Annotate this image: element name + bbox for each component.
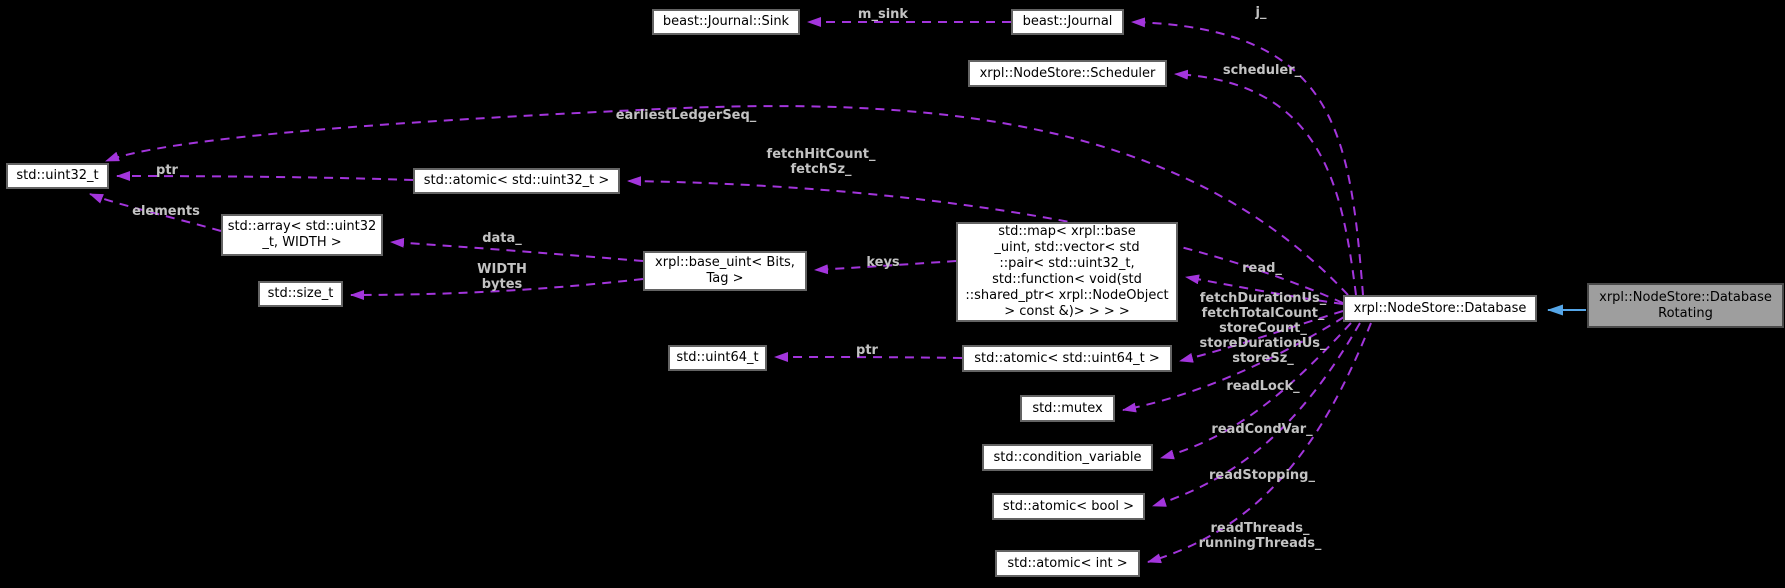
node-base-uint[interactable]: xrpl::base_uint< Bits, Tag > (643, 251, 807, 291)
edge-fetch-hit-count (627, 176, 1344, 304)
node-beast-journal-sink[interactable]: beast::Journal::Sink (652, 9, 800, 35)
edge-label-read: read_ (1242, 261, 1282, 276)
node-std-mutex[interactable]: std::mutex (1020, 395, 1115, 422)
edge-label-m-sink: m_sink (857, 7, 909, 22)
edge-label-j: j_ (1255, 5, 1267, 20)
node-std-atomic-bool[interactable]: std::atomic< bool > (992, 493, 1145, 520)
edge-read-stopping (1152, 322, 1361, 507)
edge-width-bytes (350, 278, 644, 300)
node-beast-journal[interactable]: beast::Journal (1011, 9, 1124, 35)
edge-label-earliest-ledger-seq: earliestLedgerSeq_ (615, 108, 757, 123)
edge-keys (814, 260, 957, 275)
node-std-size-t[interactable]: std::size_t (258, 281, 343, 307)
node-std-atomic-int[interactable]: std::atomic< int > (995, 550, 1140, 577)
node-std-condition-variable[interactable]: std::condition_variable (982, 444, 1153, 471)
node-std-map[interactable]: std::map< xrpl::base _uint, std::vector<… (956, 222, 1178, 322)
node-nodestore-database-rotating: xrpl::NodeStore::Database Rotating (1587, 283, 1784, 328)
node-nodestore-database[interactable]: xrpl::NodeStore::Database (1343, 295, 1537, 322)
node-std-uint64-t[interactable]: std::uint64_t (668, 345, 767, 371)
edge-earliest-ledger-seq (105, 105, 1349, 296)
edge-elements (89, 193, 222, 232)
edge-label-fetch-store-stats: fetchDurationUs_ fetchTotalCount_ storeC… (1199, 291, 1327, 366)
edge-label-elements: elements (132, 204, 200, 219)
edge-data (390, 237, 644, 262)
edge-read-threads (1147, 322, 1372, 564)
node-std-array[interactable]: std::array< std::uint32 _t, WIDTH > (221, 214, 383, 256)
edge-label-data: data_ (482, 231, 522, 246)
edge-label-keys: keys (866, 255, 900, 270)
edge-label-read-cond-var: readCondVar_ (1211, 422, 1313, 437)
edge-read-cond-var (1160, 322, 1352, 460)
edge-label-ptr-lower: ptr (856, 343, 878, 358)
edge-label-read-threads: readThreads_ runningThreads_ (1198, 521, 1322, 551)
edge-label-width-bytes: WIDTH bytes (477, 262, 527, 292)
edge-label-read-lock: readLock_ (1226, 379, 1300, 394)
edge-label-ptr-upper: ptr (156, 163, 178, 178)
edge-read-lock (1122, 316, 1345, 413)
node-std-atomic-uint32[interactable]: std::atomic< std::uint32_t > (413, 168, 620, 194)
edge-ptr-lower (774, 352, 963, 363)
edge-fetch-store-stats (1179, 310, 1344, 363)
edge-label-fetch-hit-count: fetchHitCount_ fetchSz_ (766, 147, 876, 177)
edge-read (1185, 274, 1344, 305)
node-std-atomic-uint64[interactable]: std::atomic< std::uint64_t > (962, 345, 1172, 372)
edge-label-scheduler: scheduler_ (1222, 63, 1302, 78)
edge-j (1131, 17, 1364, 296)
node-nodestore-scheduler[interactable]: xrpl::NodeStore::Scheduler (968, 60, 1167, 87)
edge-ptr-upper (116, 171, 414, 182)
node-std-uint32-t[interactable]: std::uint32_t (6, 163, 109, 189)
edge-label-read-stopping: readStopping_ (1209, 468, 1315, 483)
